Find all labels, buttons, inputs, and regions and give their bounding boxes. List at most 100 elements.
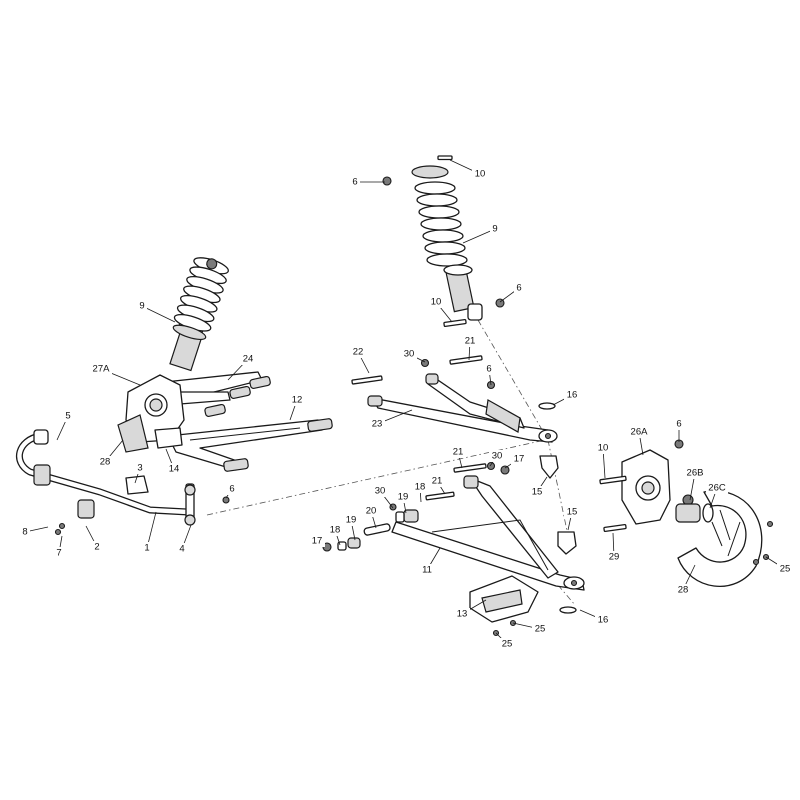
- callout-10: 10: [595, 442, 611, 479]
- callout-label: 16: [598, 615, 609, 626]
- callout-halo: [327, 524, 343, 536]
- callout-halo: [484, 363, 494, 375]
- callout-label: 19: [398, 492, 409, 503]
- callout-halo: [166, 463, 182, 475]
- callout-label: 29: [609, 552, 620, 563]
- callout-label: 10: [431, 297, 442, 308]
- callout-halo: [675, 584, 691, 596]
- callout-halo: [240, 353, 256, 365]
- callout-label: 6: [676, 419, 681, 430]
- callout-29: 29: [606, 532, 622, 563]
- callout-26a: 26A: [628, 426, 650, 456]
- callout-26c: 26C: [706, 482, 728, 509]
- callout-label: 9: [139, 301, 144, 312]
- callout-label: 21: [453, 447, 464, 458]
- callout-16: 16: [552, 389, 580, 406]
- callout-label: 10: [475, 169, 486, 180]
- callout-19: 19: [343, 514, 359, 541]
- callout-label: 5: [65, 411, 70, 422]
- callout-30: 30: [372, 485, 394, 509]
- callout-halo: [350, 346, 366, 358]
- callout-6: 6: [674, 418, 684, 442]
- callout-30: 30: [401, 348, 426, 363]
- callout-13: 13: [454, 599, 487, 620]
- callout-label: 4: [179, 544, 184, 555]
- callout-label: 17: [514, 454, 525, 465]
- callout-15: 15: [564, 506, 580, 531]
- callout-label: 18: [415, 482, 426, 493]
- callout-25: 25: [512, 622, 548, 635]
- callout-halo: [369, 418, 385, 430]
- callout-9: 9: [462, 223, 500, 244]
- callout-label: 19: [346, 515, 357, 526]
- callout-9: 9: [137, 300, 176, 323]
- callout-halo: [309, 535, 325, 547]
- callout-label: 30: [404, 349, 415, 360]
- callout-halo: [412, 481, 428, 493]
- callout-label: 15: [567, 507, 578, 518]
- callout-halo: [529, 486, 545, 498]
- callout-halo: [462, 335, 478, 347]
- callout-label: 25: [535, 624, 546, 635]
- callout-label: 10: [598, 443, 609, 454]
- callout-label: 6: [516, 283, 521, 294]
- callout-label: 21: [465, 336, 476, 347]
- callout-halo: [137, 300, 147, 312]
- callout-label: 24: [243, 354, 254, 365]
- callout-label: 26C: [708, 483, 726, 494]
- callout-halo: [429, 475, 445, 487]
- callout-22: 22: [350, 346, 370, 374]
- callout-23: 23: [369, 409, 413, 430]
- callout-6: 6: [499, 282, 524, 303]
- callout-halo: [177, 543, 187, 555]
- callout-28: 28: [97, 439, 124, 468]
- left-lower-a-arm: [167, 418, 333, 472]
- callout-6: 6: [350, 176, 385, 188]
- callout-halo: [777, 563, 793, 575]
- callout-halo: [454, 608, 470, 620]
- callout-halo: [674, 418, 684, 430]
- callout-10: 10: [428, 296, 453, 323]
- callout-28: 28: [675, 564, 696, 596]
- callout-17: 17: [504, 453, 527, 469]
- center-shock-absorber: [382, 155, 505, 328]
- callout-21: 21: [450, 446, 466, 469]
- callout-6: 6: [225, 483, 237, 499]
- callout-halo: [564, 506, 580, 518]
- callout-label: 6: [486, 364, 491, 375]
- callout-halo: [450, 446, 466, 458]
- callout-label: 8: [22, 527, 27, 538]
- callout-label: 13: [457, 609, 468, 620]
- center-upper-a-arm: [351, 355, 559, 479]
- callout-25: 25: [495, 632, 515, 650]
- callout-halo: [92, 541, 102, 553]
- callout-label: 30: [492, 451, 503, 462]
- callout-label: 28: [100, 457, 111, 468]
- callout-6: 6: [484, 363, 494, 386]
- callout-label: 30: [375, 486, 386, 497]
- center-lower-a-arm: [391, 461, 585, 614]
- callout-20: 20: [363, 505, 379, 529]
- callout-halo: [514, 282, 524, 294]
- callout-halo: [372, 485, 388, 497]
- callout-19: 19: [395, 491, 411, 514]
- callout-11: 11: [419, 547, 441, 576]
- callout-label: 17: [312, 536, 323, 547]
- callout-16: 16: [579, 609, 611, 626]
- callout-label: 15: [532, 487, 543, 498]
- callout-8: 8: [20, 526, 49, 538]
- callout-label: 28: [678, 585, 689, 596]
- callout-halo: [395, 491, 411, 503]
- alignment-lines: [206, 319, 631, 606]
- callout-label: 6: [229, 484, 234, 495]
- callout-15: 15: [529, 476, 548, 498]
- callout-label: 26A: [631, 427, 649, 438]
- callout-halo: [595, 442, 611, 454]
- callout-halo: [142, 542, 152, 554]
- callout-halo: [20, 526, 30, 538]
- callout-label: 6: [352, 177, 357, 188]
- callout-17: 17: [309, 535, 326, 548]
- callout-halo: [472, 168, 488, 180]
- leader-line: [141, 305, 176, 323]
